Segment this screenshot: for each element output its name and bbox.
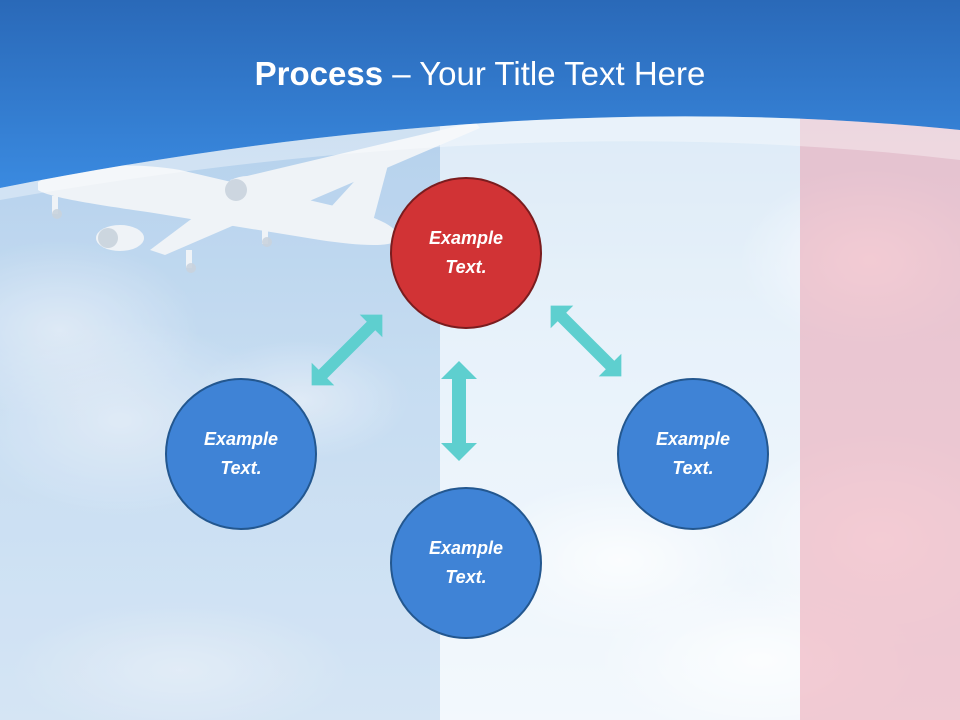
header-arc-highlight xyxy=(0,116,960,200)
airplane-image xyxy=(38,122,480,268)
arrow-top-right xyxy=(550,305,622,377)
arrow-top-left xyxy=(311,314,383,386)
slide-title: Process – Your Title Text Here xyxy=(0,52,960,96)
airplane-details xyxy=(52,179,272,273)
title-rest: – Your Title Text Here xyxy=(383,55,706,92)
node-bottom: Example Text. xyxy=(390,487,542,639)
node-left: Example Text. xyxy=(165,378,317,530)
node-top-line1: Example xyxy=(428,228,504,248)
title-bold: Process xyxy=(254,55,384,92)
node-left-line1: Example xyxy=(203,429,279,449)
arrow-vertical xyxy=(441,361,477,461)
node-left-line2: Text. xyxy=(220,458,262,478)
node-right-line2: Text. xyxy=(672,458,714,478)
node-right: Example Text. xyxy=(617,378,769,530)
node-bottom-line2: Text. xyxy=(445,567,487,587)
node-top-line2: Text. xyxy=(445,257,487,277)
node-bottom-line1: Example xyxy=(428,538,504,558)
header-band xyxy=(0,0,960,188)
node-top: Example Text. xyxy=(390,177,542,329)
node-right-line1: Example xyxy=(655,429,731,449)
